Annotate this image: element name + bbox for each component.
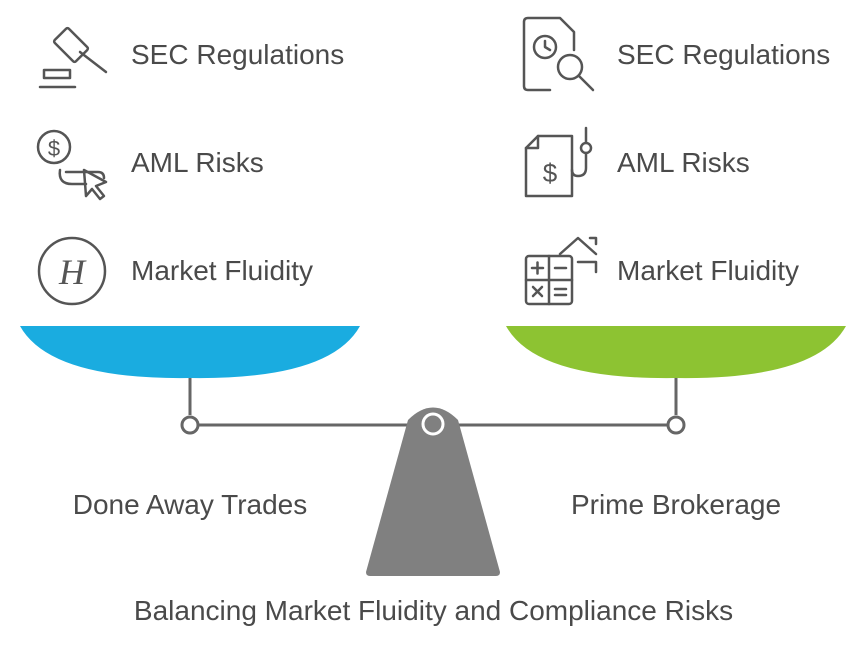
fulcrum-pivot	[421, 412, 445, 436]
calculator-house-icon	[524, 236, 598, 306]
circle-h-icon: H	[37, 236, 107, 306]
left-item-label: Market Fluidity	[131, 255, 314, 286]
right-item-label: AML Risks	[617, 147, 750, 178]
document-clock-search-icon	[522, 16, 595, 92]
right-pan	[506, 326, 846, 379]
dollar-cursor-icon: $	[36, 129, 108, 201]
left-pan	[20, 326, 360, 379]
gavel-icon	[38, 26, 108, 89]
diagram-caption: Balancing Market Fluidity and Compliance…	[133, 595, 734, 626]
right-pivot	[666, 415, 686, 435]
right-item-label: SEC Regulations	[617, 39, 831, 70]
left-pivot	[180, 415, 200, 435]
left-item-label: AML Risks	[131, 147, 264, 178]
svg-text:$: $	[543, 158, 558, 188]
dollar-document-hook-icon: $	[524, 126, 593, 198]
left-item-label: SEC Regulations	[131, 39, 345, 70]
svg-text:H: H	[58, 252, 87, 292]
svg-text:$: $	[48, 136, 60, 161]
left-side-title: Done Away Trades	[72, 489, 308, 520]
fulcrum	[366, 407, 500, 576]
right-side-title: Prime Brokerage	[570, 489, 782, 520]
right-item-label: Market Fluidity	[617, 255, 800, 286]
